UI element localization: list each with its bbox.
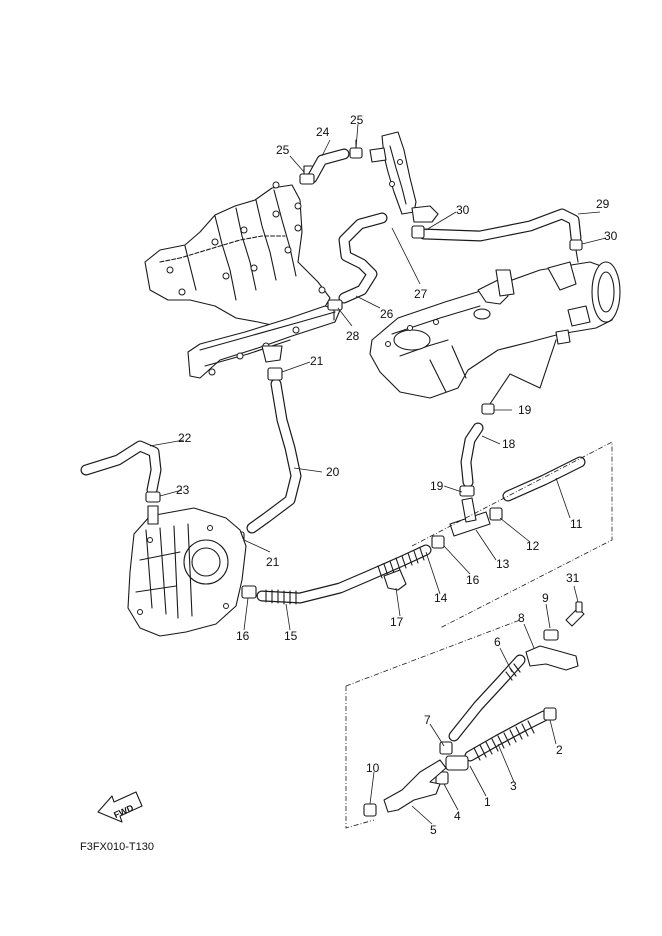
hose-20 <box>246 378 302 534</box>
callout-4: 4 <box>454 809 461 823</box>
y-joint-5 <box>383 759 447 813</box>
clamp-12 <box>489 507 503 521</box>
bolt-31 <box>565 601 585 627</box>
diagram-code: F3FX010-T130 <box>80 841 154 853</box>
hose-26 <box>338 212 388 304</box>
hose-15 <box>256 544 432 605</box>
forward-arrow-icon: FWD <box>97 791 143 823</box>
callout-30-upper: 30 <box>456 203 470 217</box>
callout-21-lower: 21 <box>266 555 280 569</box>
hose-18 <box>460 339 557 488</box>
hose-29 <box>418 208 582 244</box>
callout-28: 28 <box>346 329 360 343</box>
callout-16-left: 16 <box>236 629 250 643</box>
callout-15: 15 <box>284 629 298 643</box>
callout-16-right: 16 <box>466 573 480 587</box>
callout-27: 27 <box>414 287 428 301</box>
clamp-25-left <box>299 165 315 185</box>
callout-19-upper: 19 <box>518 403 532 417</box>
callout-21-upper: 21 <box>310 354 324 368</box>
clamp-7 <box>439 741 453 755</box>
callout-25-right: 25 <box>350 113 364 127</box>
callout-25-left: 25 <box>276 143 290 157</box>
jet-pump-housing <box>127 505 247 637</box>
clamp-30-right <box>569 239 583 263</box>
callout-3: 3 <box>510 779 517 793</box>
clamp-25-right <box>349 139 363 159</box>
callout-18: 18 <box>502 437 516 451</box>
callout-17: 17 <box>390 615 404 629</box>
callout-10: 10 <box>366 761 380 775</box>
clamp-28 <box>327 299 343 321</box>
hose-3 <box>464 710 550 762</box>
callout-11: 11 <box>570 517 583 531</box>
clamp-30-left <box>411 225 425 239</box>
clamp-19-lower <box>459 485 475 497</box>
fitting-16-left <box>241 585 257 599</box>
hose-6 <box>448 654 526 742</box>
assembly-boundary-upper <box>411 441 613 629</box>
callout-8: 8 <box>518 611 525 625</box>
hose-11 <box>502 456 586 502</box>
callout-6: 6 <box>494 635 501 649</box>
callout-31: 31 <box>566 571 580 585</box>
callout-26: 26 <box>380 307 394 321</box>
hose-24 <box>306 148 350 184</box>
callout-30-lower: 30 <box>604 229 618 243</box>
clamp-23 <box>145 491 161 503</box>
clamp-19-upper <box>481 403 495 415</box>
callout-2: 2 <box>556 743 563 757</box>
exhaust-flange-rail <box>187 305 341 379</box>
callout-7: 7 <box>424 713 431 727</box>
tee-fitting-13 <box>449 497 491 537</box>
clamp-2 <box>543 707 557 721</box>
hose-22 <box>80 440 162 496</box>
clamp-10 <box>363 803 377 817</box>
callout-23: 23 <box>176 483 190 497</box>
callout-14: 14 <box>434 591 448 605</box>
callout-5: 5 <box>430 823 437 837</box>
assembly-boundary-lower <box>345 619 521 829</box>
callout-9: 9 <box>542 591 549 605</box>
exhaust-pipe <box>369 261 621 399</box>
leader-lines <box>149 123 607 825</box>
fitting-16-right <box>431 535 445 549</box>
fitting-1 <box>445 755 469 771</box>
callout-12: 12 <box>526 539 540 553</box>
callout-numbers: 24 25 25 30 29 30 27 26 28 21 19 18 19 2… <box>176 113 618 837</box>
callout-19-lower: 19 <box>430 479 444 493</box>
clamp-17 <box>383 569 407 591</box>
clamp-9 <box>543 629 559 641</box>
mounting-bracket <box>369 131 439 223</box>
callout-13: 13 <box>496 557 510 571</box>
callout-24: 24 <box>316 125 330 139</box>
callout-22: 22 <box>178 431 192 445</box>
callout-29: 29 <box>596 197 610 211</box>
callout-1: 1 <box>484 795 491 809</box>
callout-20: 20 <box>326 465 340 479</box>
bracket-8 <box>525 645 579 671</box>
clamp-21-upper <box>267 367 283 381</box>
exhaust-manifold <box>144 181 331 327</box>
